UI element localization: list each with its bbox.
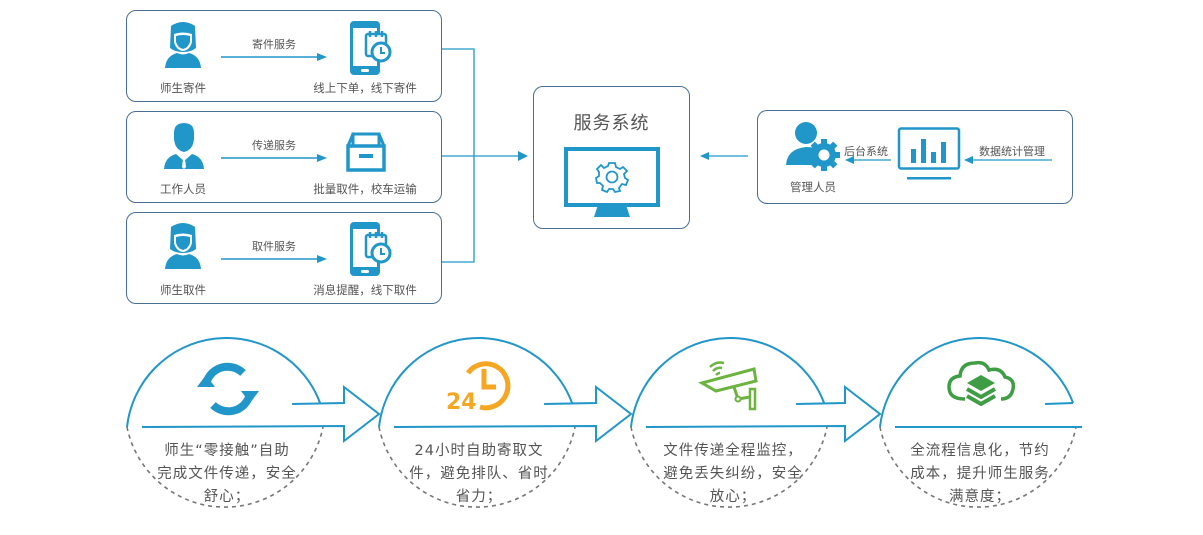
desc-line: 放心； [709,489,757,505]
desc-line: 省力； [455,489,503,505]
service-arrow [221,255,327,263]
circle-dashed-arc [630,426,828,508]
benefit-description: 文件传递全程监控， 避免丢失纠纷，安全 放心； [648,440,818,509]
bracket-connector [442,48,528,263]
bar-chart-monitor-icon [897,127,961,180]
desc-line: 成本，提升师生服务 [910,466,1050,482]
desc-line: 完成文件传递，安全 [157,466,297,482]
actor-label: 师生取件 [160,283,206,297]
service-label: 传递服务 [252,139,296,152]
service-arrow [221,154,327,162]
cloud-layers-icon [947,360,1016,407]
service-label: 寄件服务 [252,38,296,51]
circle-dashed-arc [378,426,576,508]
clock-24h-icon: 24 [446,361,511,415]
circle-solid-arc [879,336,1075,428]
benefit-description: 师生“零接触”自助 完成文件传递，安全 舒心； [142,440,312,509]
stats-arrow [964,156,1052,164]
desc-line: 24小时自助寄取文 [414,443,544,459]
admin-label: 管理人员 [790,180,836,194]
circle-dashed-arc [126,426,324,508]
desc-line: 文件传递全程监控， [663,443,803,459]
monitor-gear-icon [564,147,660,217]
female-user-icon [165,223,201,269]
service-label: 取件服务 [252,240,296,253]
benefit-description: 24小时自助寄取文 件，避免排队、省时 省力； [394,440,564,509]
desc-line: 件，避免排队、省时 [409,466,549,482]
target-label: 线上下单，线下寄件 [313,81,417,95]
male-staff-icon [164,123,204,169]
desc-line: 避免丢失纠纷，安全 [663,466,803,482]
circle-solid-arc [630,336,826,428]
backend-arrow [845,156,891,164]
flow-arrow [141,384,381,444]
target-label: 消息提醒，线下取件 [313,283,417,297]
circle-solid-arc [378,336,574,428]
circle-solid-arc [126,336,322,428]
stats-label: 数据统计管理 [979,145,1045,158]
phone-calendar-icon [350,21,392,75]
refresh-icon [197,362,259,416]
actor-label: 师生寄件 [160,81,206,95]
benefit-description: 全流程信息化，节约 成本，提升师生服务 满意度； [895,440,1065,509]
target-label: 批量取件，校车运输 [313,182,417,196]
service-system-title: 服务系统 [573,113,650,134]
desc-line: 全流程信息化，节约 [910,443,1050,459]
female-user-icon [165,22,201,68]
backend-label: 后台系统 [844,145,888,158]
actor-label: 工作人员 [160,182,206,196]
admin-gear-icon [786,122,840,171]
security-camera-icon [698,361,758,411]
flow-arrow-stub [1045,402,1074,405]
circle-dashed-arc [879,426,1077,508]
desc-line: 舒心； [203,489,251,505]
storage-box-icon [346,132,386,172]
clock-24-text: 24 [446,390,477,415]
service-arrow [221,53,327,61]
desc-line: 满意度； [949,489,1011,505]
flow-arrow [645,384,882,444]
flow-arrow [393,384,633,444]
admin-to-system-arrow [700,152,748,160]
phone-calendar-icon [350,222,392,276]
desc-line: 师生“零接触”自助 [164,443,290,459]
